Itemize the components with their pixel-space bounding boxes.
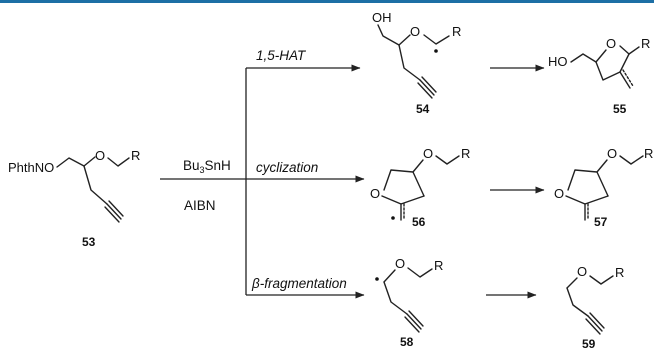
compound-number-56: 56 [412,215,426,229]
compound-number-58: 58 [400,335,414,349]
ether-o-57: O [607,146,617,161]
molecule-54: OH O R 54 [372,10,461,116]
path-label-hat: 1,5-HAT [256,48,307,63]
molecule-55: HO O R 55 [548,36,650,116]
radical-dot-58 [375,277,379,281]
compound-number-54: 54 [416,102,430,116]
branch-arrows: 1,5-HAT cyclization β-fragmentation [160,48,365,299]
path-label-cyclization: cyclization [256,160,318,175]
r-label-56: R [461,146,470,161]
molecule-59: O R 59 [566,264,624,351]
r-label-57: R [644,146,653,161]
ring-o-57: O [554,186,564,201]
ring-o-56: O [370,186,380,201]
compound-number-59: 59 [582,337,596,351]
r-label-59: R [615,265,624,280]
ether-o-59: O [577,264,587,279]
radical-dot-54 [434,49,438,53]
phth-label: PhthNO [8,160,54,175]
radical-dot-56 [391,216,395,220]
initiator-label: AIBN [184,198,216,213]
ether-o-56: O [423,146,433,161]
molecule-57: O R O 57 [554,146,653,229]
r-label-58: R [434,258,443,273]
compound-number-57: 57 [594,215,608,229]
molecule-58: O R 58 [375,256,443,349]
reagent-label: Bu3SnH [183,158,231,175]
header-rule [0,0,654,3]
r-label-55: R [641,36,650,51]
ho-label-55: HO [548,54,568,69]
molecule-53: PhthNO O R 53 [8,148,140,249]
compound-number-55: 55 [613,102,627,116]
ether-o-54: O [410,24,420,39]
molecule-56: O R O 56 [370,146,470,229]
oh-label-54: OH [372,10,392,25]
path-label-fragmentation: β-fragmentation [251,276,347,291]
compound-number-53: 53 [82,235,96,249]
r-label-54: R [452,24,461,39]
ring-o-55: O [606,36,616,51]
ether-o-58: O [395,256,405,271]
ether-o-53: O [95,148,105,163]
reagents: Bu3SnH AIBN [183,158,231,213]
r-label-53: R [131,148,140,163]
